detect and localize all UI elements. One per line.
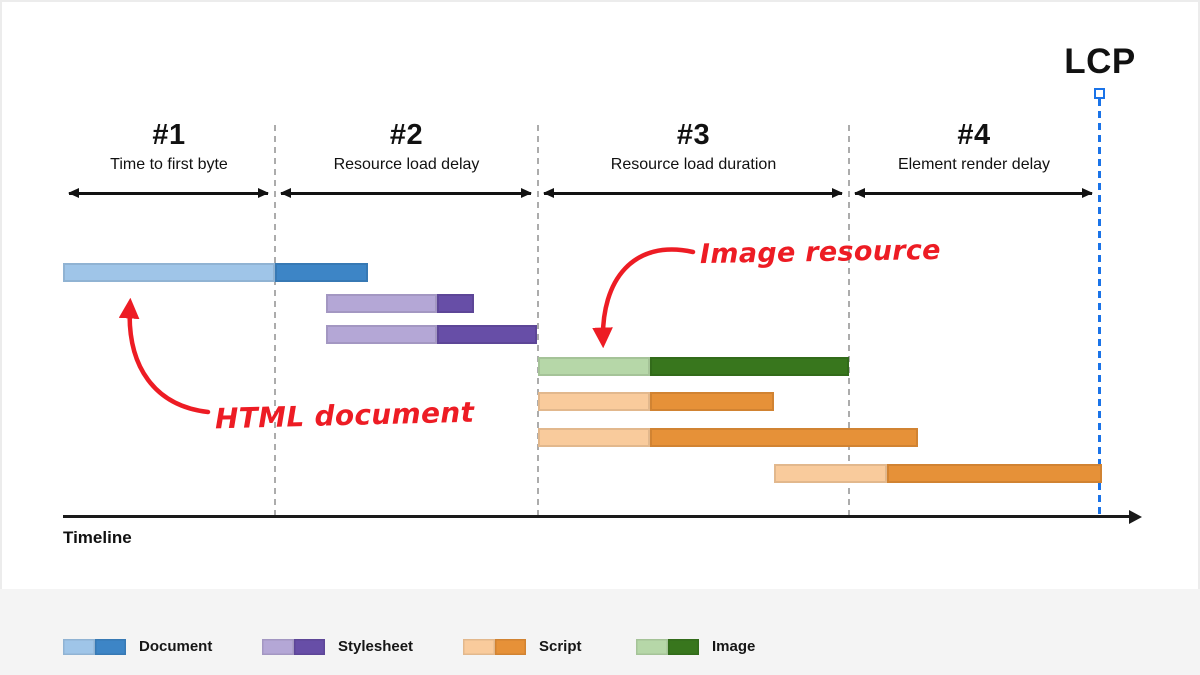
legend-item-stylesheet: Stylesheet [262,638,462,655]
legend-label: Document [139,638,213,655]
bar-segment-light [63,263,275,282]
timeline-axis-arrowhead [1129,509,1142,524]
phase-separator-line [848,125,850,517]
legend-swatch-light [636,639,668,655]
timeline-axis [63,515,1131,518]
html-document-annotation: HTML document [214,395,475,436]
legend-swatch-light [262,639,294,655]
legend-label: Script [539,638,582,655]
arrowhead-right-icon [832,188,843,199]
bar-segment-dark [650,428,918,447]
bar-segment-light [538,392,650,411]
phase-range-arrow [854,188,1093,199]
bar-segment-light [538,357,650,376]
legend-label: Image [712,638,756,655]
phase-range-arrow [280,188,532,199]
phase-separator-line [537,125,539,517]
phase-label: Time to first byte [110,156,228,173]
legend-swatch-dark [94,639,126,655]
phase-separator-line [274,125,276,517]
legend-swatch-dark [293,639,325,655]
lcp-title: LCP [1064,42,1136,81]
phase-number: #4 [957,119,991,151]
lcp-marker-square [1094,88,1105,99]
arrowhead-right-icon [521,188,532,199]
timeline-label: Timeline [63,528,132,547]
legend-item-script: Script [463,638,663,655]
bar-segment-light [326,325,437,344]
arrowhead-left-icon [543,188,554,199]
phase-label: Resource load duration [610,156,777,173]
html-document-arrow [118,297,211,415]
bar-segment-light [538,428,650,447]
legend-swatch-dark [667,639,699,655]
bar-segment-dark [437,325,537,344]
phase-label: Resource load delay [333,156,480,173]
legend-swatch-light [63,639,95,655]
arrowhead-left-icon [280,188,291,199]
legend-strip [0,589,1200,675]
lcp-dashed-line [1098,99,1101,517]
legend-item-document: Document [63,638,263,655]
arrowhead-left-icon [68,188,79,199]
bar-segment-dark [650,392,774,411]
phase-number: #2 [389,119,424,151]
image-resource-annotation: Image resource [699,234,942,271]
arrowhead-left-icon [854,188,865,199]
phase-number: #3 [676,119,711,151]
bar-segment-dark [887,464,1102,483]
phase-label: Element render delay [897,156,1051,173]
phase-range-arrow [68,188,269,199]
bar-segment-dark [275,263,368,282]
bar-segment-light [774,464,887,483]
legend-swatch-dark [494,639,526,655]
arrowhead-right-icon [1082,188,1093,199]
bar-segment-dark [650,357,849,376]
image-resource-arrow [592,247,696,349]
bar-segment-dark [437,294,474,313]
arrowhead-right-icon [258,188,269,199]
phase-number: #1 [152,119,186,151]
legend-swatch-light [463,639,495,655]
legend-label: Stylesheet [338,638,414,655]
legend-item-image: Image [636,638,836,655]
phase-range-arrow [543,188,843,199]
bar-segment-light [326,294,437,313]
